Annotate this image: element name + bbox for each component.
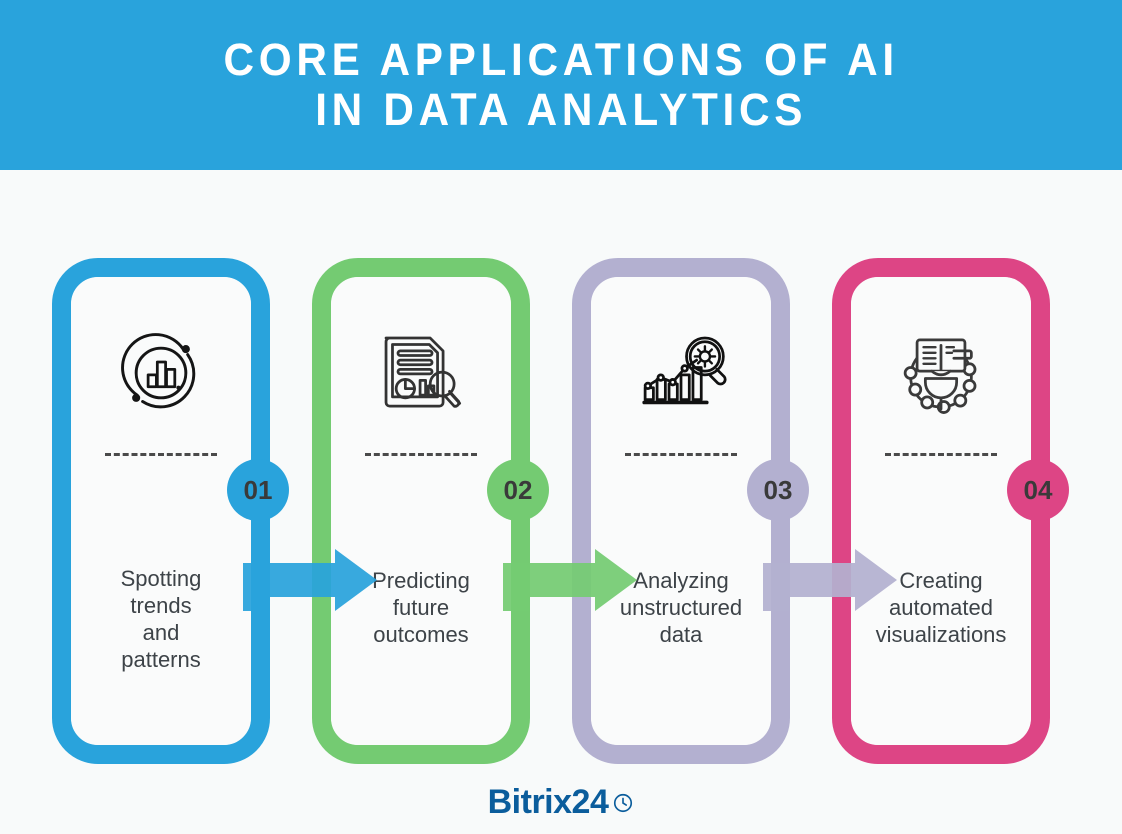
document-with-charts-and-magnifier-icon <box>331 325 511 421</box>
step-badge-03: 03 <box>747 459 809 521</box>
card-03-inner: Analyzing unstructured data <box>591 277 771 745</box>
bar-chart-in-orbit-circle-icon <box>71 325 251 421</box>
card-04-divider <box>885 453 997 456</box>
card-04-label: Creating automated visualizations <box>875 568 1007 647</box>
card-02-label: Predicting future outcomes <box>372 568 470 647</box>
header-banner: CORE APPLICATIONS OF AI IN DATA ANALYTIC… <box>0 0 1122 170</box>
step-badge-04: 04 <box>1007 459 1069 521</box>
book-magnifier-network-nodes-icon <box>851 325 1031 421</box>
page-title: CORE APPLICATIONS OF AI IN DATA ANALYTIC… <box>223 34 899 135</box>
card-03-divider <box>625 453 737 456</box>
card-03-label: Analyzing unstructured data <box>619 568 743 647</box>
card-04-inner: Creating automated visualizations <box>851 277 1031 745</box>
card-02[interactable]: Predicting future outcomes <box>312 258 530 764</box>
footer-logo[interactable]: Bitrix24 <box>0 783 1122 822</box>
card-04[interactable]: Creating automated visualizations <box>832 258 1050 764</box>
step-badge-02: 02 <box>487 459 549 521</box>
card-01-inner: Spotting trends and patterns <box>71 277 251 745</box>
right-arrow-icon-02-to-03 <box>503 549 637 616</box>
card-01-divider <box>105 453 217 456</box>
card-01-label: Spotting trends and patterns <box>120 566 202 672</box>
card-02-inner: Predicting future outcomes <box>331 277 511 745</box>
card-03[interactable]: Analyzing unstructured data <box>572 258 790 764</box>
clock-icon <box>612 792 634 819</box>
right-arrow-icon-01-to-02 <box>243 549 377 616</box>
growth-chart-with-gear-magnifier-icon <box>591 325 771 421</box>
brand-name: Bitrix24 <box>487 783 609 821</box>
card-02-divider <box>365 453 477 456</box>
right-arrow-icon-03-to-04 <box>763 549 897 616</box>
step-badge-01: 01 <box>227 459 289 521</box>
